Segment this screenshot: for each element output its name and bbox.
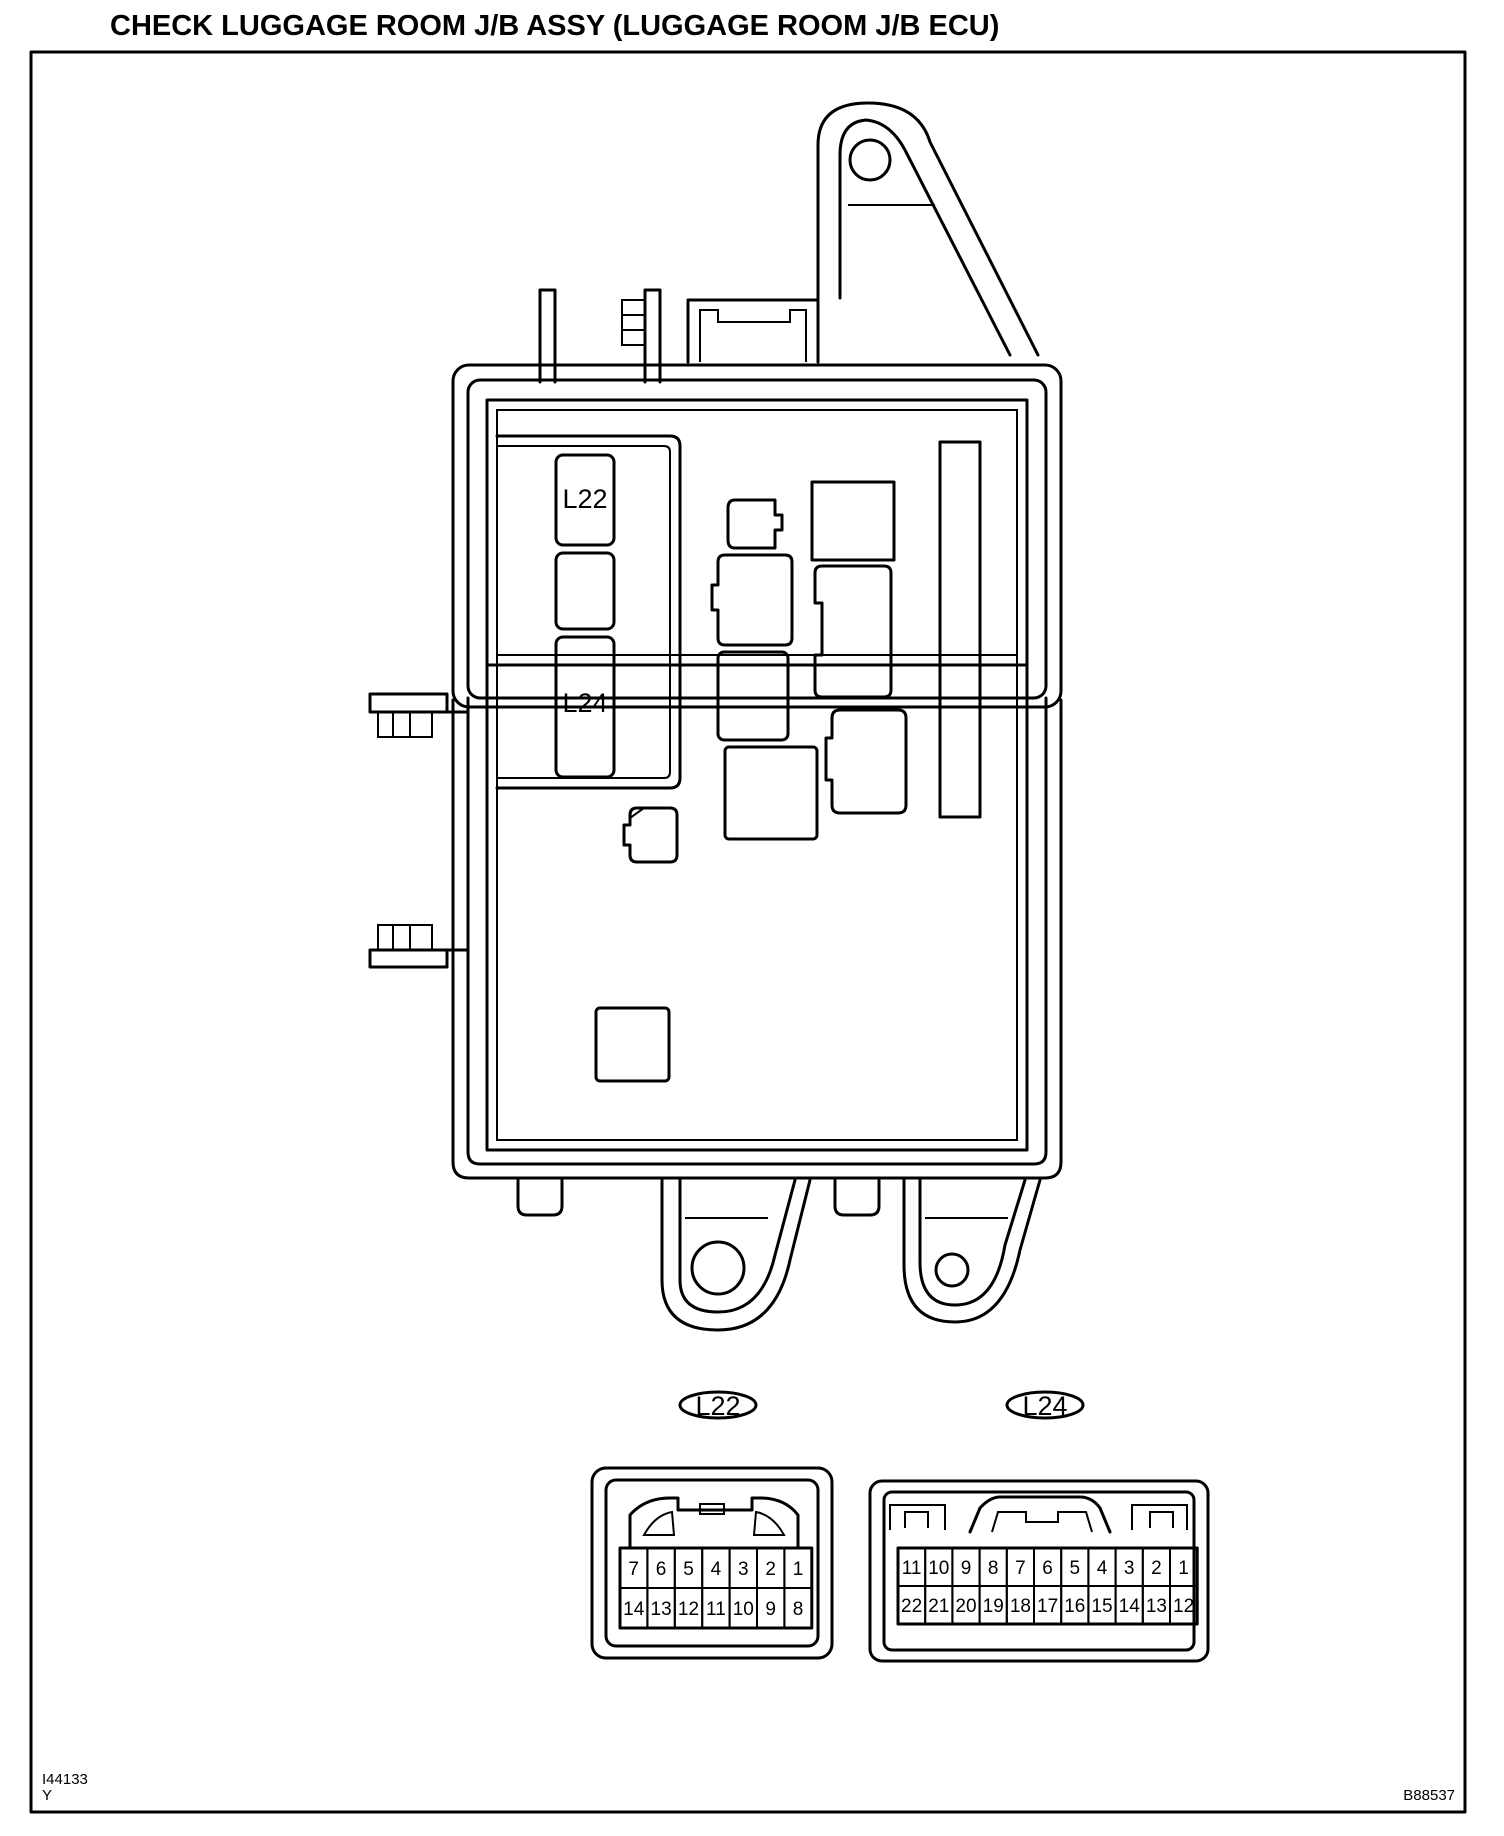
connector-l22-pin-number: 14 (623, 1599, 645, 1620)
connector-l22-pin-number: 8 (793, 1599, 804, 1620)
relay-lower-left (716, 650, 790, 742)
connector-l24-pin-number: 9 (961, 1558, 972, 1579)
connector-l24-pin-number: 2 (1151, 1558, 1162, 1579)
junction-block-panel (485, 398, 1029, 667)
connector-l24-pin-number: 15 (1091, 1596, 1112, 1617)
connector-l22-pin-cell (783, 1587, 813, 1629)
connector-l22-pin-number: 5 (683, 1559, 694, 1580)
diagram-frame (29, 50, 1467, 1814)
l22-socket (554, 453, 616, 547)
bottom-tab-left (516, 1178, 564, 1217)
figure-code-left: I44133 (42, 1771, 88, 1788)
connector-l24-latch (968, 1495, 1112, 1534)
connector-l22-housing (590, 1466, 834, 1660)
relay-bottom (723, 745, 819, 841)
connector-l24-pin-number: 5 (1070, 1558, 1081, 1579)
connector-l22-pin-number: 4 (711, 1559, 722, 1580)
small-connector-top (726, 498, 784, 550)
l22-label: L22 (562, 484, 607, 514)
bottom-mount-left-hole (690, 1240, 746, 1296)
connector-l24-pin-number: 22 (901, 1596, 922, 1617)
connector-l24-pin-number: 6 (1042, 1558, 1053, 1579)
connector-l22-pin-number: 9 (765, 1599, 776, 1620)
connector-l24-pin-number: 10 (928, 1558, 949, 1579)
connector-l24-housing (868, 1479, 1210, 1663)
bottom-mount-right-hole (934, 1252, 970, 1288)
bus-bar-strip (938, 440, 982, 819)
connector-l24-pin-number: 19 (983, 1596, 1004, 1617)
connector-l22-pin-number: 3 (738, 1559, 749, 1580)
connector-l24-pin-number: 8 (988, 1558, 999, 1579)
figure-code-right: B88537 (1403, 1787, 1455, 1804)
junction-block-rim (466, 378, 1048, 700)
top-mount-bracket (816, 101, 1040, 357)
top-mount-hole (848, 138, 892, 182)
connector-l22-pin-number: 1 (793, 1559, 804, 1580)
connector-l24-pin-number: 12 (1173, 1596, 1194, 1617)
figure-code-left-sub: Y (42, 1787, 52, 1804)
l24-label: L24 (562, 688, 607, 718)
connector-l24-pin-number: 20 (955, 1596, 976, 1617)
top-mount-bracket-inner (838, 118, 1012, 357)
connector-l24-pin-number: 17 (1037, 1596, 1058, 1617)
fuse-area-frame (495, 434, 682, 790)
top-tab-mid (643, 288, 662, 384)
connector-l24-pin-number: 21 (928, 1596, 949, 1617)
connector-l22-pin-number: 12 (678, 1599, 699, 1620)
connector-l24-pin-number: 18 (1010, 1596, 1031, 1617)
connector-l24-badge (1005, 1390, 1085, 1420)
junction-block: L22 L24 (368, 101, 1063, 1332)
lower-panel (485, 663, 1029, 1152)
connector-l22-pin-number: 10 (733, 1599, 754, 1620)
lower-panel-outer (453, 700, 1061, 1180)
connector-l24-pin-number: 11 (902, 1558, 922, 1579)
middle-socket (554, 551, 616, 631)
connector-l22-latch (628, 1496, 800, 1550)
connector-l24-pin-number: 14 (1119, 1596, 1141, 1617)
top-tab-mid-connector (621, 299, 646, 346)
connector-l24-pin-number: 7 (1015, 1558, 1026, 1579)
connector-l24-pin-number: 1 (1178, 1558, 1189, 1579)
lower-square (594, 1006, 671, 1083)
bottom-mount-left (660, 1178, 812, 1332)
connector-l22-pin-number: 13 (651, 1599, 672, 1620)
relay-mid-left (710, 553, 794, 647)
connector-l22-pin-number: 6 (656, 1559, 667, 1580)
page-title: CHECK LUGGAGE ROOM J/B ASSY (LUGGAGE ROO… (110, 10, 999, 42)
bottom-mount-right (902, 1178, 1042, 1324)
junction-block-body (451, 363, 1063, 709)
connector-l22-pin-number: 7 (628, 1559, 639, 1580)
bottom-tab-right (833, 1178, 881, 1217)
relay-lower-right (824, 708, 908, 815)
connector-l24-pin-number: 13 (1146, 1596, 1167, 1617)
relay-mid-right (813, 564, 893, 699)
connector-l24-pin-cell (1169, 1585, 1199, 1625)
junction-block-body-lower (451, 698, 1063, 1180)
junction-block-panel-inner (496, 409, 1018, 656)
connector-l22-pin-number: 2 (765, 1559, 776, 1580)
connector-l22-label: L22 (695, 1391, 740, 1421)
top-connector-socket (686, 298, 820, 364)
connector-l24-label: L24 (1022, 1391, 1067, 1421)
connector-l22-badge (678, 1390, 758, 1420)
connector-l22-pin-number: 11 (706, 1599, 726, 1620)
l24-socket (554, 635, 616, 779)
relay-square-top (810, 480, 896, 562)
connector-l24-pin-number: 4 (1097, 1558, 1108, 1579)
connector-l24-pin-number: 3 (1124, 1558, 1135, 1579)
top-tab-left (538, 288, 557, 384)
connector-l24-pin-number: 16 (1064, 1596, 1085, 1617)
small-connector-bottom (622, 806, 679, 864)
